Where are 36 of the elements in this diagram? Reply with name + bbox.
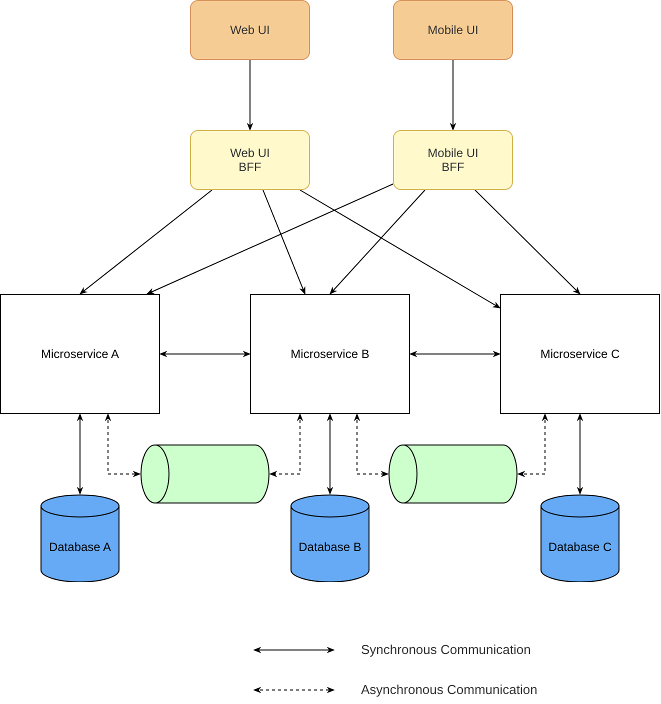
service-box [500, 294, 660, 414]
legend-label: Asynchronous Communication [361, 681, 538, 699]
ui-box [190, 0, 310, 60]
node-label: Microservice A [40, 347, 120, 361]
arrow [262, 190, 306, 295]
dashed-arrow [269, 413, 304, 478]
legend-label: Synchronous Communication [361, 641, 531, 659]
bff-box [393, 130, 513, 190]
service-box [0, 294, 160, 414]
arrow [329, 190, 426, 295]
node-label: Database B [298, 540, 362, 554]
arrow [159, 350, 251, 358]
bff-box [190, 130, 310, 190]
node-label: Web UI [229, 23, 271, 37]
arrow [474, 190, 581, 295]
dashed-arrow [517, 413, 548, 478]
node-label: Web UI BFF [229, 146, 271, 174]
arrow [246, 60, 254, 131]
node-label: Microservice C [539, 347, 621, 361]
node-label: Mobile UI [426, 23, 480, 37]
arrow [450, 60, 456, 131]
service-box [250, 294, 410, 414]
arrow [326, 413, 334, 495]
arrow [79, 190, 212, 294]
node-label: Mobile UI BFF [426, 146, 480, 174]
arrow [576, 413, 584, 495]
node-label: Database A [48, 540, 112, 554]
dashed-arrow [354, 413, 389, 478]
node-label: Microservice B [290, 347, 370, 361]
arrow [76, 413, 84, 495]
arrow [146, 184, 394, 294]
ui-box [393, 0, 513, 60]
arrow [409, 350, 501, 358]
arrow [300, 190, 501, 308]
node-label: Database C [547, 540, 613, 554]
dashed-arrow [104, 413, 141, 478]
